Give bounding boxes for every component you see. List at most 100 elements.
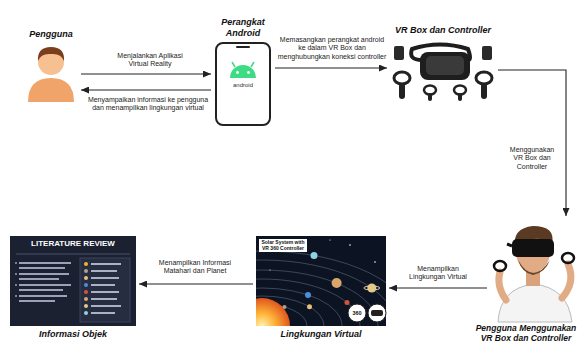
drawing-part xyxy=(256,251,386,326)
solar-system-picture xyxy=(110,236,414,352)
drawing-part xyxy=(428,93,432,101)
drawing-part xyxy=(349,244,351,246)
drawing-part xyxy=(394,72,410,84)
drawing-part xyxy=(84,269,88,273)
drawing-part xyxy=(420,52,470,80)
drawing-part xyxy=(348,304,366,322)
picture-label: Solar System with VR 360 Controller xyxy=(259,239,307,252)
drawing-part xyxy=(19,278,59,280)
edge-label: Menjalankan Aplikasi Virtual Reality xyxy=(110,52,190,69)
drawing-part xyxy=(476,72,492,84)
drawing-part xyxy=(28,78,74,102)
drawing-part xyxy=(499,272,506,300)
drawing-part xyxy=(19,273,69,275)
drawing-part xyxy=(232,62,235,67)
drawing-part xyxy=(91,270,117,272)
edge-label: Memasangkan perangkat android ke dalam V… xyxy=(277,36,387,61)
node-heading: Informasi Objek xyxy=(10,329,136,339)
drawing-part xyxy=(481,83,487,99)
drawing-part xyxy=(230,65,256,78)
node-heading: Pengguna Menggunakan VR Box dan Controll… xyxy=(472,324,580,344)
drawing-part xyxy=(91,284,115,286)
phone-icon xyxy=(216,43,270,125)
drawing-part xyxy=(19,262,71,264)
vr-user-photo xyxy=(494,226,574,322)
figure-node: Pengguna Menggunakan VR Box dan Controll… xyxy=(490,218,578,322)
drawing-part xyxy=(84,283,88,287)
drawing-part xyxy=(256,239,386,326)
drawing-part xyxy=(482,46,492,60)
drawing-part xyxy=(329,239,330,240)
figure-node: Informasi Objek xyxy=(10,236,136,326)
drawing-part xyxy=(305,292,311,298)
drawing-part xyxy=(256,270,378,326)
drawing-part xyxy=(91,298,117,300)
node-heading: Lingkungan Virtual xyxy=(256,329,386,339)
picture-label: 360 xyxy=(349,310,365,316)
drawing-part xyxy=(311,252,318,259)
drawing-part xyxy=(216,43,270,125)
node-heading: Perangkat Android xyxy=(211,17,275,38)
drawing-part xyxy=(256,298,290,326)
edge-label: Menampilkan Informasi Matahari dan Plane… xyxy=(150,259,240,276)
drawing-part xyxy=(236,46,250,48)
flow-arrow xyxy=(81,89,211,90)
drawing-part xyxy=(91,312,115,314)
drawing-part xyxy=(256,260,386,326)
drawing-part xyxy=(91,277,119,279)
edge-label: Menggunakan VR Box dan Controller xyxy=(504,146,560,171)
drawing-part xyxy=(84,276,88,280)
drawing-part xyxy=(91,263,121,265)
drawing-part xyxy=(15,273,17,275)
drawing-part xyxy=(507,244,512,246)
drawing-part xyxy=(84,262,88,266)
figure-node: VR Box dan Controller xyxy=(390,40,496,102)
drawing-part xyxy=(84,290,88,294)
drawing-part xyxy=(256,288,342,326)
drawing-part xyxy=(10,236,136,326)
drawing-part xyxy=(19,267,65,269)
drawing-part xyxy=(256,296,324,326)
flow-arrow xyxy=(498,70,566,216)
drawing-part xyxy=(374,261,376,263)
picture-label: LITERATURE REVIEW xyxy=(12,240,134,249)
drawing-part xyxy=(91,305,121,307)
drawing-part xyxy=(236,71,239,74)
drawing-part xyxy=(498,284,572,322)
flow-arrow xyxy=(275,67,387,68)
drawing-part xyxy=(494,261,506,271)
drawing-part xyxy=(80,258,130,322)
drawing-part xyxy=(15,295,17,297)
drawing-part xyxy=(19,284,71,286)
drawing-part xyxy=(562,253,574,263)
info-slide-picture xyxy=(10,236,136,326)
drawing-part xyxy=(307,304,312,309)
drawing-part xyxy=(256,251,386,326)
drawing-part xyxy=(19,295,67,297)
drawing-part xyxy=(16,254,130,255)
drawing-part xyxy=(15,284,17,286)
drawing-part xyxy=(84,297,88,301)
node-heading: VR Box dan Controller xyxy=(383,25,503,35)
picture-label: android xyxy=(222,82,264,89)
drawing-part xyxy=(367,284,376,293)
edge-label: Menyampaikan informasi ke pengguna dan m… xyxy=(86,96,210,113)
drawing-part xyxy=(394,46,404,60)
drawing-part xyxy=(458,93,462,101)
drawing-part xyxy=(371,310,383,316)
user-icon xyxy=(28,47,74,102)
drawing-part xyxy=(15,262,17,264)
flow-arrow xyxy=(139,283,253,284)
drawing-part xyxy=(19,300,55,302)
drawing-part xyxy=(84,304,88,308)
node-heading: Pengguna xyxy=(16,29,86,39)
drawing-part xyxy=(512,239,554,257)
drawing-part xyxy=(91,291,119,293)
flow-arrow xyxy=(81,73,211,74)
drawing-part xyxy=(426,56,464,75)
drawing-part xyxy=(283,305,287,309)
drawing-part xyxy=(518,260,550,275)
drawing-part xyxy=(562,264,571,298)
drawing-part xyxy=(256,279,360,326)
